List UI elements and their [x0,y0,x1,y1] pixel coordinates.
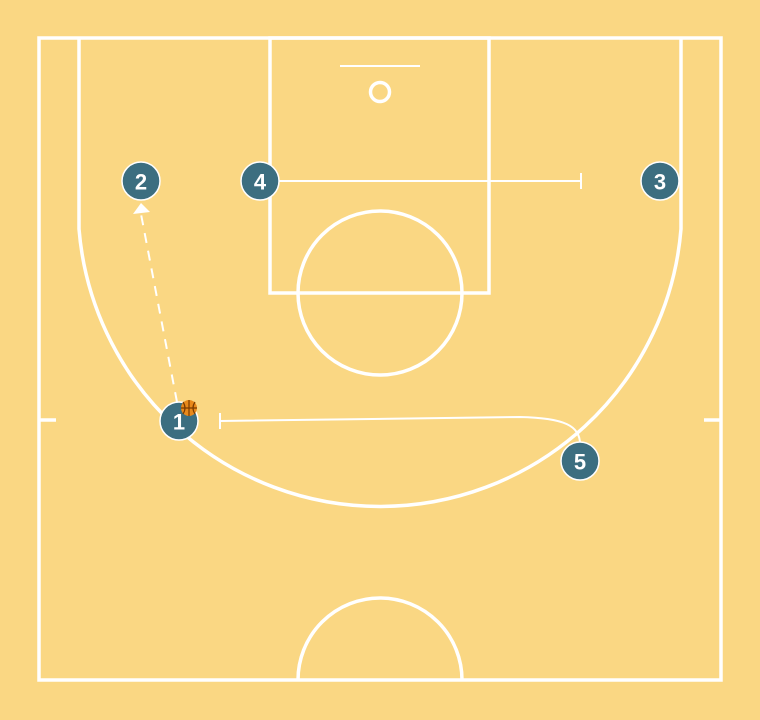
player-3-marker [640,161,680,201]
player-1[interactable]: 1 [159,400,199,441]
player-3[interactable]: 3 [640,161,680,201]
player-2-label: 2 [135,170,147,195]
player-5[interactable]: 5 [560,441,600,481]
player-4-label: 4 [254,170,267,195]
three-point-line [77,38,683,509]
center-circle [296,596,464,681]
rim [368,80,392,104]
screen-4-action [278,173,582,189]
player-1-label: 1 [173,410,185,435]
player-5-marker [560,441,600,481]
player-2[interactable]: 2 [121,161,161,201]
pass-arrowhead [133,203,150,214]
pass-1-to-2-path [140,213,178,403]
pass-1-to-2-action [133,203,178,403]
player-3-label: 3 [654,170,666,195]
player-2-marker [121,161,161,201]
free-throw-circle [296,209,464,377]
basketball-icon [181,400,197,416]
player-4[interactable]: 4 [240,161,280,201]
screen-5-action [219,413,581,445]
screen-5-path [219,415,581,445]
player-5-label: 5 [574,450,586,475]
player-4-marker [240,161,280,201]
